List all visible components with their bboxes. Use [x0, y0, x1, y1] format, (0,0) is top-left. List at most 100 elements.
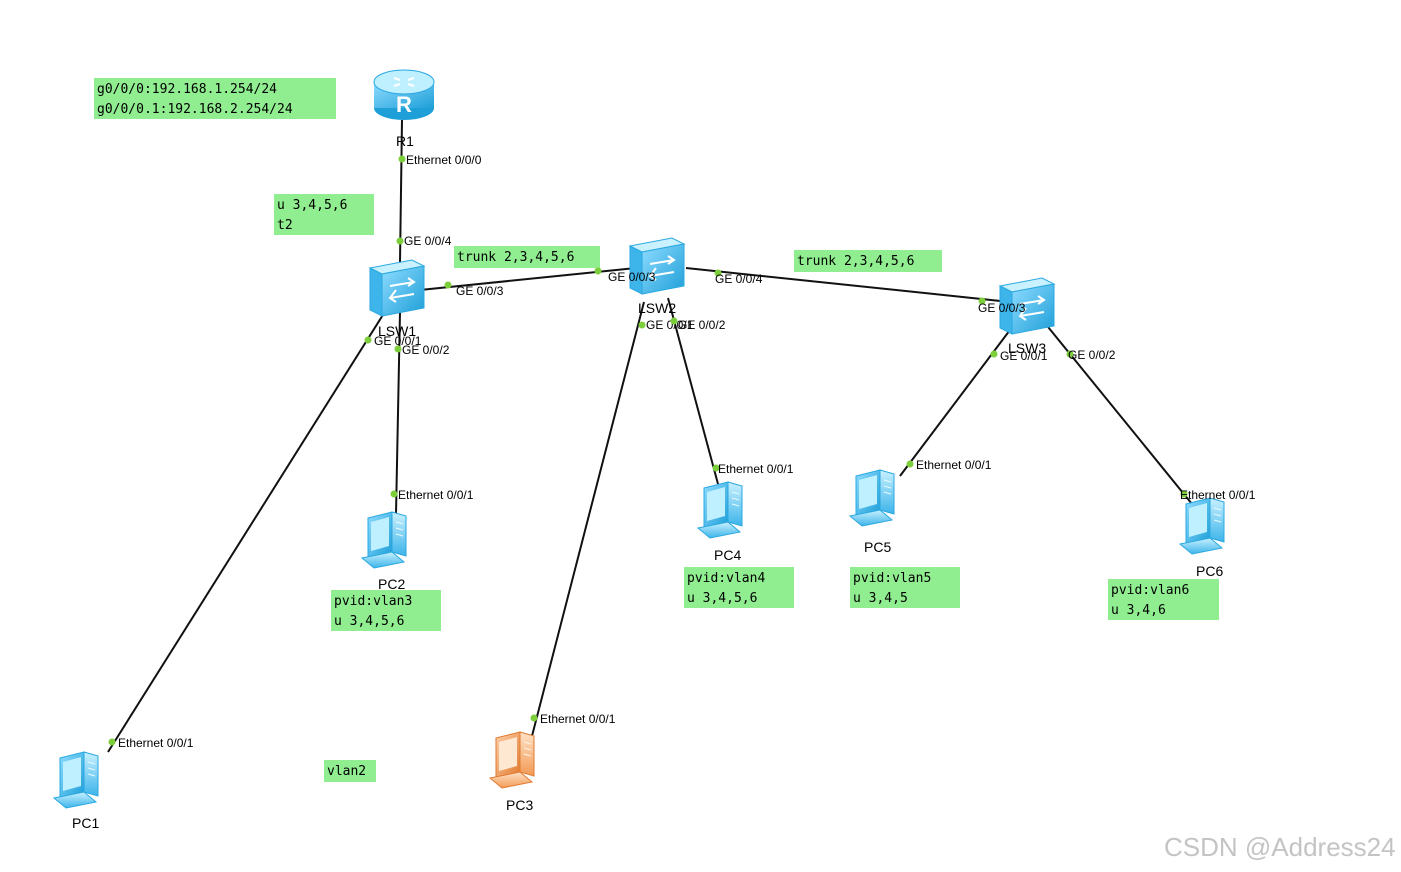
port-dot-pc2-e001 [390, 490, 398, 498]
port-label-pc5-e001: Ethernet 0/0/1 [916, 458, 992, 472]
switch-lsw2[interactable]: LSW2 [629, 237, 685, 316]
port-dot-pc3-e001 [530, 714, 538, 722]
link-lsw2-lsw3[interactable] [685, 267, 1011, 303]
port-dot-lsw1-g004 [396, 237, 404, 245]
link-lsw1-lsw2[interactable] [419, 267, 637, 291]
link-lsw3-pc5[interactable] [899, 321, 1017, 477]
watermark: CSDN @Address24 [1164, 832, 1396, 862]
note-background [454, 246, 600, 268]
port-label-lsw3-g002: GE 0/0/2 [1068, 348, 1116, 362]
switch-lsw3[interactable]: LSW3 [999, 277, 1055, 356]
note-trunk-lsw1-lsw2[interactable]: trunk 2,3,4,5,6 [454, 246, 600, 268]
link-lsw1-pc2[interactable] [395, 311, 401, 515]
note-line: g0/0/0.1:192.168.2.254/24 [97, 102, 293, 117]
pc-pc4[interactable]: PC4 [697, 481, 743, 563]
port-label-pc6-e001: Ethernet 0/0/1 [1180, 488, 1256, 502]
note-pc6-cfg[interactable]: pvid:vlan6 u 3,4,6 [1108, 579, 1219, 620]
switch-lsw1[interactable]: LSW1 [369, 259, 425, 339]
device-label-r1: R1 [396, 133, 414, 149]
port-dot-lsw3-g001 [990, 350, 998, 358]
port-dot-lsw3-g003 [978, 297, 986, 305]
pc-icon [849, 469, 895, 527]
port-dot-lsw2-g004 [714, 269, 722, 277]
port-label-lsw1-g002: GE 0/0/2 [402, 343, 450, 357]
note-line: g0/0/0:192.168.1.254/24 [97, 82, 277, 97]
pc-pc5[interactable]: PC5 [849, 469, 895, 555]
note-pc5-cfg[interactable]: pvid:vlan5 u 3,4,5 [850, 567, 960, 608]
port-dot-lsw3-g002 [1066, 350, 1074, 358]
note-line: pvid:vlan5 [853, 571, 931, 586]
port-label-pc4-e001: Ethernet 0/0/1 [718, 462, 794, 476]
note-line: u 3,4,5,6 [277, 198, 347, 213]
port-label-pc1-e001: Ethernet 0/0/1 [118, 736, 194, 750]
link-lsw2-pc3[interactable] [531, 301, 645, 737]
device-label-lsw2: LSW2 [638, 300, 676, 316]
pc-icon [697, 481, 743, 539]
note-background [274, 194, 374, 235]
note-line: u 3,4,6 [1111, 603, 1166, 618]
port-dot-lsw2-g002 [670, 317, 678, 325]
note-line: pvid:vlan6 [1111, 583, 1189, 598]
port-label-pc2-e001: Ethernet 0/0/1 [398, 488, 474, 502]
port-label-lsw1-g003: GE 0/0/3 [456, 284, 504, 298]
pc-pc6[interactable]: PC6 [1179, 497, 1225, 579]
note-line: pvid:vlan4 [687, 571, 765, 586]
note-line: pvid:vlan3 [334, 594, 412, 609]
port-label-r1-e000: Ethernet 0/0/0 [406, 153, 482, 167]
port-dot-lsw2-g003 [594, 267, 602, 275]
pc-pc3[interactable]: PC3 [489, 731, 535, 813]
link-lsw1-pc1[interactable] [107, 309, 387, 753]
note-background [850, 567, 960, 608]
note-lsw1-uplink[interactable]: u 3,4,5,6t2 [274, 194, 374, 235]
port-label-lsw3-g001: GE 0/0/1 [1000, 349, 1048, 363]
note-background [794, 250, 942, 272]
port-dot-pc1-e001 [108, 738, 116, 746]
note-line: vlan2 [327, 764, 366, 779]
pc-icon [489, 731, 535, 789]
port-label-pc3-e001: Ethernet 0/0/1 [540, 712, 616, 726]
note-line: trunk 2,3,4,5,6 [457, 250, 574, 265]
link-lsw2-pc4[interactable] [667, 297, 719, 485]
port-dot-lsw1-g003 [444, 281, 452, 289]
device-label-pc3: PC3 [506, 797, 533, 813]
note-r1-config[interactable]: g0/0/0:192.168.1.254/24 g0/0/0.1:192.168.… [94, 78, 336, 119]
note-pc3-vlan[interactable]: vlan2 [324, 760, 376, 782]
note-pc4-cfg[interactable]: pvid:vlan4 u 3,4,5,6 [684, 567, 794, 608]
note-background [684, 567, 794, 608]
pc-pc1[interactable]: PC1 [53, 751, 99, 831]
ports-layer: Ethernet 0/0/0GE 0/0/4GE 0/0/3GE 0/0/1GE… [108, 153, 1256, 750]
note-line: u 3,4,5 [853, 591, 908, 606]
note-line: u 3,4,5,6 [687, 591, 757, 606]
note-background [331, 590, 441, 631]
router-r1[interactable]: R1 [373, 69, 435, 149]
port-dot-pc5-e001 [906, 460, 914, 468]
links-layer [107, 119, 1193, 753]
note-background [94, 78, 336, 119]
pc-pc2[interactable]: PC2 [361, 511, 407, 592]
port-dot-r1-e000 [398, 155, 406, 163]
note-background [324, 760, 376, 782]
pc-icon [1179, 497, 1225, 555]
port-label-lsw1-g004: GE 0/0/4 [404, 234, 452, 248]
device-label-pc2: PC2 [378, 576, 405, 592]
notes-layer: g0/0/0:192.168.1.254/24 g0/0/0.1:192.168.… [94, 78, 1219, 782]
note-pc2-cfg[interactable]: pvid:vlan3 u 3,4,5,6 [331, 590, 441, 631]
port-dot-pc6-e001 [1180, 490, 1188, 498]
note-background [1108, 579, 1219, 620]
port-label-lsw2-g002: GE 0/0/2 [678, 318, 726, 332]
port-dot-pc4-e001 [712, 464, 720, 472]
port-dot-lsw2-g001 [638, 321, 646, 329]
port-label-lsw1-g001: GE 0/0/1 [374, 334, 422, 348]
link-lsw3-pc6[interactable] [1043, 321, 1193, 505]
router-icon [373, 69, 435, 121]
device-label-pc1: PC1 [72, 815, 99, 831]
port-dot-lsw1-g001 [364, 336, 372, 344]
device-label-pc5: PC5 [864, 539, 891, 555]
note-trunk-lsw2-lsw3[interactable]: trunk 2,3,4,5,6 [794, 250, 942, 272]
switch-icon [369, 259, 425, 317]
port-dot-lsw1-g002 [394, 345, 402, 353]
switch-icon [629, 237, 685, 295]
note-line: u 3,4,5,6 [334, 614, 404, 629]
port-label-lsw2-g003: GE 0/0/3 [608, 270, 656, 284]
